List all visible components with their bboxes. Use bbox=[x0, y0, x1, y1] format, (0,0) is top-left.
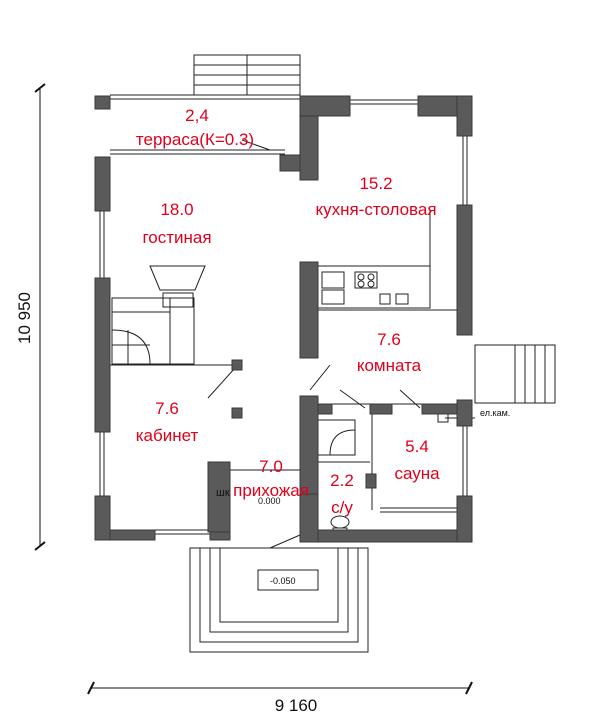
height-dimension: 10 950 bbox=[15, 292, 34, 344]
living-area: 18.0 bbox=[160, 200, 193, 219]
wc-area: 2.2 bbox=[330, 471, 354, 490]
wardrobe-label: шк bbox=[216, 487, 230, 499]
room-name: комната bbox=[357, 356, 422, 375]
width-dimension: 9 160 bbox=[275, 696, 318, 715]
wc-name: с/у bbox=[331, 498, 353, 517]
terrace-name: терраса(К=0.3) bbox=[136, 130, 254, 149]
kitchen-name: кухня-столовая bbox=[315, 200, 436, 219]
study-area: 7.6 bbox=[155, 399, 179, 418]
hall-area: 7.0 bbox=[259, 457, 283, 476]
porch-level: -0.050 bbox=[270, 576, 296, 586]
stove-label: ел.кам. bbox=[480, 408, 510, 418]
walls bbox=[94, 95, 473, 543]
hall-name: прихожая bbox=[233, 481, 309, 500]
study-name: кабинет bbox=[136, 426, 199, 445]
room-area: 7.6 bbox=[377, 330, 401, 349]
hall-level: 0.000 bbox=[258, 496, 281, 506]
kitchen-area: 15.2 bbox=[359, 174, 392, 193]
terrace-area: 2,4 bbox=[185, 106, 209, 125]
sauna-area: 5.4 bbox=[405, 437, 429, 456]
living-name: гостиная bbox=[142, 228, 211, 247]
sauna-name: сауна bbox=[394, 464, 440, 483]
